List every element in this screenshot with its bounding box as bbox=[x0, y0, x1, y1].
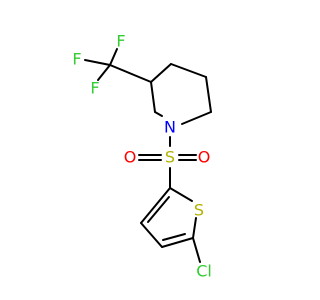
bond-c-f-bottom bbox=[97, 64, 111, 81]
bond-c-cl bbox=[192, 237, 201, 263]
bond-c-f-top bbox=[109, 48, 118, 66]
bond-c4-c5 bbox=[170, 63, 207, 78]
bond-c5-c6 bbox=[205, 76, 212, 113]
atom-f-left: F bbox=[72, 50, 81, 69]
atom-n: N bbox=[164, 118, 176, 137]
bond-n-c2 bbox=[154, 111, 163, 117]
bond-c3-c2-inner bbox=[147, 196, 170, 223]
bond-c2-s-ring bbox=[169, 187, 193, 202]
atom-f-bottom: F bbox=[90, 79, 99, 98]
bond-c4-c3 bbox=[140, 222, 163, 248]
bond-c3-c4 bbox=[150, 63, 172, 83]
atom-o-left: O bbox=[124, 148, 137, 167]
atom-f-top: F bbox=[116, 32, 125, 51]
bond-c-f-left bbox=[84, 59, 111, 66]
bond-c5-c4 bbox=[161, 237, 194, 248]
bond-c3-c2 bbox=[140, 187, 171, 224]
molecule-diagram: F F F N S O O S Cl bbox=[72, 32, 212, 281]
molecule-svg: F F F N S O O S Cl bbox=[72, 32, 212, 281]
bond-c6-n bbox=[181, 111, 212, 125]
atom-o-right: O bbox=[198, 148, 211, 167]
bond-s-ring-c5 bbox=[192, 217, 197, 239]
atom-s-ring: S bbox=[194, 201, 204, 220]
bond-cf3-ring bbox=[109, 64, 152, 83]
bond-c5-c4-inner bbox=[162, 233, 186, 241]
atom-cl: Cl bbox=[196, 262, 212, 281]
bond-c2-c3 bbox=[150, 81, 156, 113]
atom-s-sulfonyl: S bbox=[165, 148, 175, 167]
